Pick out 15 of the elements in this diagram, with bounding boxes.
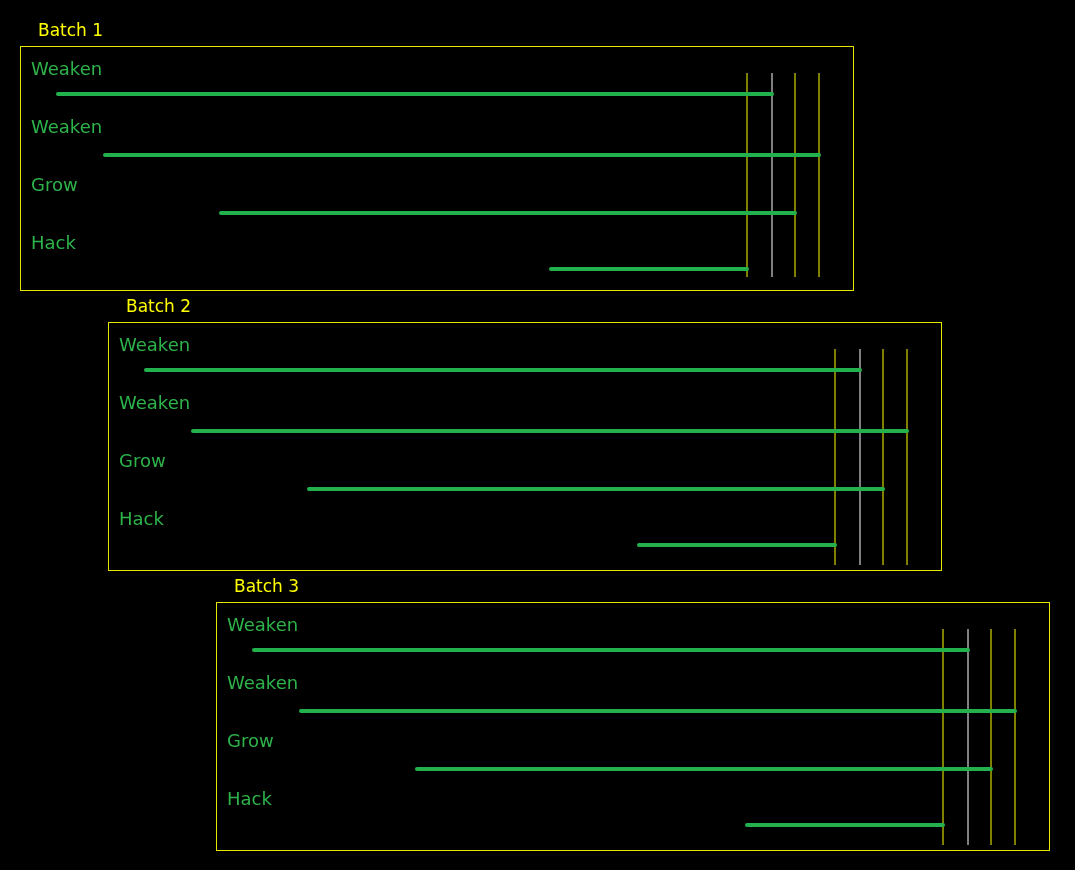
task-label: Weaken: [31, 116, 103, 138]
task-label: Hack: [31, 232, 76, 254]
task-label: Hack: [119, 508, 164, 530]
task-label: Weaken: [119, 392, 191, 414]
task-label: Weaken: [31, 58, 103, 80]
task-label: Grow: [119, 450, 166, 472]
task-label: Grow: [31, 174, 78, 196]
batch-title: Batch 3: [234, 576, 300, 596]
batch-title: Batch 2: [126, 296, 192, 316]
task-label: Weaken: [119, 334, 191, 356]
task-label: Grow: [227, 730, 274, 752]
task-label: Hack: [227, 788, 272, 810]
batch-title: Batch 1: [38, 20, 104, 40]
task-label: Weaken: [227, 614, 299, 636]
task-label: Weaken: [227, 672, 299, 694]
